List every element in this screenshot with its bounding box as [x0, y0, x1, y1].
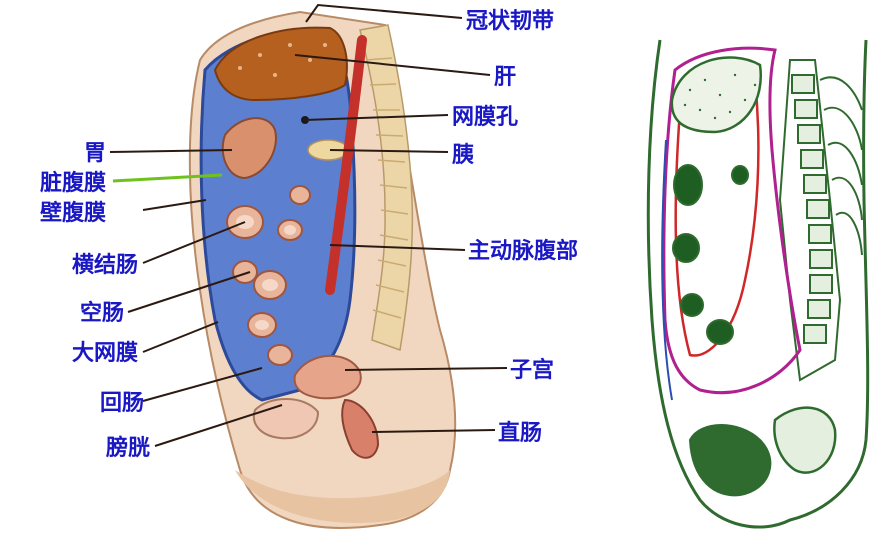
label-liver: 肝 — [494, 65, 516, 90]
schematic-liver — [672, 58, 761, 132]
outline-schematic — [648, 40, 867, 527]
label-greater-omentum: 大网膜 — [72, 341, 138, 366]
schematic-pelvis-organs — [690, 425, 770, 495]
label-bladder: 膀胱 — [106, 435, 150, 461]
schematic-rectum — [774, 408, 835, 473]
left-labels: 胃 脏腹膜 壁腹膜 横结肠 空肠 大网膜 回肠 膀胱 — [40, 141, 150, 461]
label-omental-foramen: 网膜孔 — [452, 105, 518, 130]
label-pancreas: 胰 — [452, 143, 474, 168]
schematic-gut-sections — [673, 165, 748, 344]
label-rectum: 直肠 — [498, 420, 542, 446]
right-labels: 冠状韧带 肝 网膜孔 胰 主动脉腹部 子宫 直肠 — [452, 9, 578, 446]
colored-sagittal-section — [190, 12, 455, 528]
label-transverse-colon: 横结肠 — [72, 252, 138, 278]
label-abdominal-aorta: 主动脉腹部 — [468, 238, 578, 264]
label-coronary-ligament: 冠状韧带 — [466, 9, 554, 34]
label-parietal-peritoneum: 壁腹膜 — [40, 200, 106, 226]
label-jejunum: 空肠 — [80, 300, 124, 326]
bladder — [254, 399, 318, 438]
label-ileum: 回肠 — [100, 391, 144, 416]
label-uterus: 子宫 — [510, 357, 554, 383]
label-visceral-peritoneum: 脏腹膜 — [40, 170, 106, 196]
label-stomach: 胃 — [84, 141, 106, 166]
